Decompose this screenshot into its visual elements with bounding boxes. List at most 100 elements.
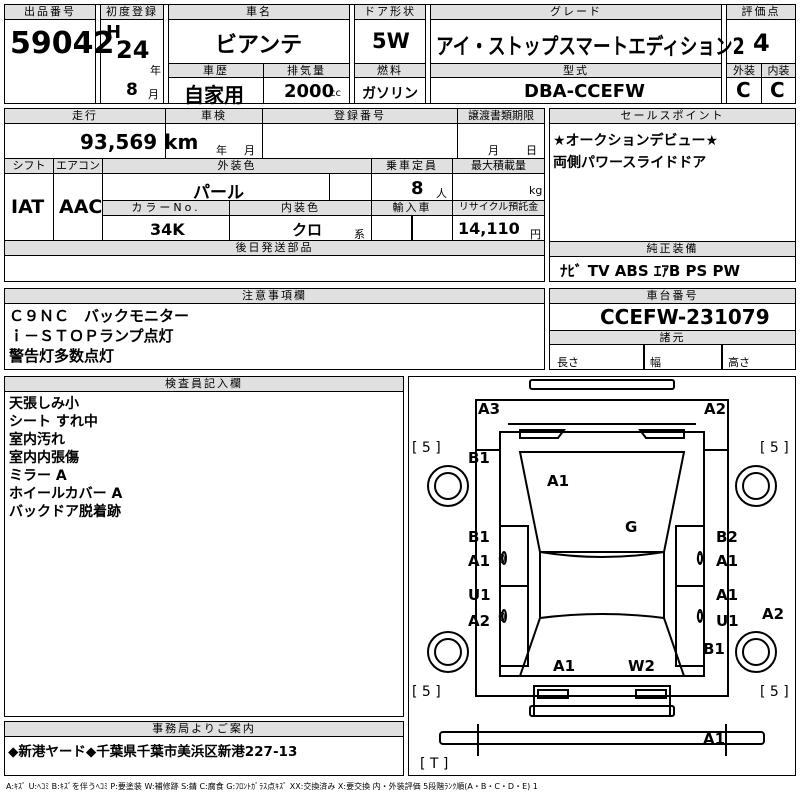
sales-line-1: ★オークションデビュー★ [553, 133, 719, 149]
chassis-label: 車台番号 [549, 288, 796, 304]
caution-line-1: Ｃ９ＮＣ バックモニター [9, 307, 190, 325]
inspector-line-4: 室内内張傷 [9, 450, 79, 466]
inspector-line-2: シート すれ中 [9, 414, 98, 430]
mark-b2-right-door: B2 [716, 528, 738, 546]
transfer-month: 月 [488, 144, 499, 157]
intcolor-label: 内装色 [229, 200, 372, 216]
mark-b1-left-door: B1 [468, 528, 490, 546]
mark-a1-hood: A1 [547, 472, 570, 490]
reg-month: 8 [126, 80, 138, 100]
first-reg-label: 初度登録 [100, 4, 164, 20]
car-name-label: 車名 [168, 4, 350, 20]
disp-box [263, 77, 350, 104]
inspection-month: 月 [244, 144, 255, 157]
capacity: 8 [411, 178, 424, 199]
fuel: ガソリン [362, 86, 418, 102]
history: 自家用 [184, 83, 244, 107]
car-name: ビアンテ [215, 33, 303, 58]
spec-div-1 [643, 344, 645, 370]
mark-a2-right: A2 [762, 605, 785, 623]
import-label: 輸入車 [371, 200, 453, 216]
import-divider [411, 215, 413, 241]
model: DBA-CCEFW [524, 81, 645, 102]
office-text: ◆新港ヤード◆千葉県千葉市美浜区新港227-13 [8, 744, 298, 760]
colorno: 34K [150, 220, 185, 239]
transfer-day: 日 [526, 144, 537, 157]
spec-label: 諸元 [549, 330, 796, 345]
shift: IAT [11, 196, 45, 218]
inspection-year: 年 [216, 144, 227, 157]
int-box [761, 77, 796, 104]
model-box [430, 77, 722, 104]
inspector-line-3: 室内汚れ [9, 432, 65, 448]
reg-year: 24 [116, 36, 150, 64]
mark-g: G [625, 518, 638, 536]
inspection-label: 車検 [165, 108, 263, 124]
legend: A:ｷｽﾞ U:ﾍｺﾐ B:ｷｽﾞを伴うﾍｺﾐ P:要塗装 W:補修跡 S:錆 … [6, 782, 538, 791]
caution-line-3: 警告灯多数点灯 [9, 347, 115, 365]
disp-unit: cc [330, 88, 341, 99]
mark-a1-right-rear: A1 [716, 586, 739, 604]
aircon: AAC [59, 196, 103, 218]
mark-o2: 0 [498, 610, 506, 624]
mark-a2-left-rear: A2 [468, 612, 491, 630]
grade: アイ・ストップスマートエディション2 [436, 35, 745, 60]
office-box [4, 736, 404, 776]
spare-tire: [ T ] [420, 756, 449, 772]
first-reg-box [100, 19, 164, 104]
mark-a1-bottom: A1 [703, 730, 726, 748]
inspector-line-5: ミラー A [9, 468, 67, 484]
shift-label: シフト [4, 158, 54, 174]
intcolor: クロ [292, 221, 323, 239]
lot-label: 出品番号 [4, 4, 96, 20]
grade-label: グレード [430, 4, 722, 20]
spec-box [549, 344, 796, 370]
recycle: 14,110 [458, 219, 520, 238]
score: 4 [753, 29, 770, 57]
inspector-line-7: バックドア脱着跡 [9, 504, 121, 520]
int-grade: C [770, 78, 785, 102]
ext-grade: C [736, 78, 751, 102]
equipment: ﾅﾋﾞ TV ABS ｴｱB PS PW [560, 262, 741, 280]
int-label: 内装 [761, 63, 796, 78]
equipment-box [549, 256, 796, 282]
door-label: ドア形状 [354, 4, 426, 20]
mark-o4: 0 [696, 610, 704, 624]
equipment-label: 純正装備 [549, 241, 796, 257]
displacement: 2000 [284, 81, 335, 102]
tire-bl: [ 5 ] [412, 684, 441, 700]
sales-label: セールスポイント [549, 108, 796, 124]
door-type: 5W [372, 29, 410, 53]
disp-label: 排気量 [263, 63, 350, 78]
load-unit: kg [529, 184, 543, 197]
inspector-label: 検査員記入欄 [4, 376, 404, 392]
spec-length: 長さ [557, 356, 579, 369]
caution-line-2: ｉ－ＳＴＯＰランプ点灯 [9, 327, 174, 345]
recycle-label: リサイクル預託金 [452, 200, 545, 216]
inspector-line-6: ホイールカバー A [9, 486, 123, 502]
mark-b1-right-quarter: B1 [703, 640, 725, 658]
color-label: 外装色 [102, 158, 372, 174]
chassis-number: CCEFW-231079 [600, 305, 770, 329]
mark-a1-left-door: A1 [468, 552, 491, 570]
office-label: 事務局よりご案内 [4, 721, 404, 737]
mark-o3: 0 [696, 552, 704, 566]
load-label: 最大積載量 [452, 158, 545, 174]
colorno-label: カラーNo. [102, 200, 230, 216]
model-label: 型式 [430, 63, 722, 78]
later-parts-label: 後日発送部品 [4, 240, 545, 256]
fuel-label: 燃料 [354, 63, 426, 78]
mark-o1: 0 [498, 552, 506, 566]
inspector-line-1: 天張しみ小 [9, 396, 79, 412]
mark-w2: W2 [628, 657, 655, 675]
mark-a2-top: A2 [704, 400, 727, 418]
color: パール [193, 183, 244, 203]
mileage: 93,569 km [80, 130, 199, 154]
mark-a3: A3 [478, 400, 501, 418]
inspector-box [4, 391, 404, 717]
later-parts-box [4, 255, 545, 282]
spec-width: 幅 [650, 356, 661, 369]
mark-u1-right-rear: U1 [716, 612, 739, 630]
mark-b1-front: B1 [468, 449, 490, 467]
mark-u1-left-rear: U1 [468, 586, 491, 604]
